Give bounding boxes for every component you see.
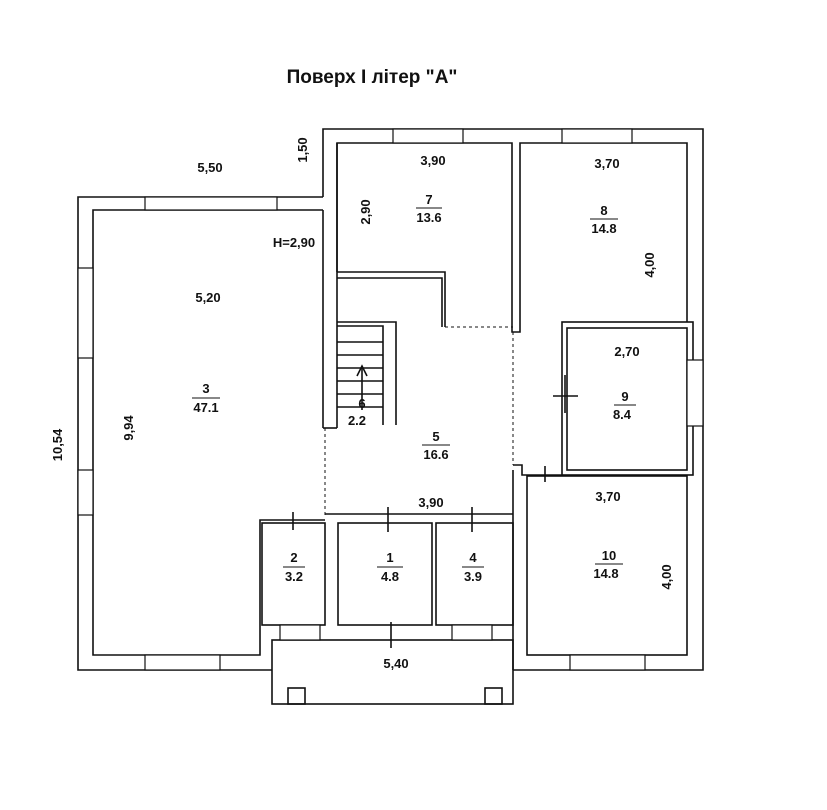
windows: [77, 128, 704, 671]
ceiling-height: H=2,90: [273, 235, 315, 250]
svg-text:2.2: 2.2: [348, 413, 366, 428]
dim-room8-length: 4,00: [642, 252, 657, 277]
outer-wall: [77, 196, 323, 671]
dim-room10-length: 4,00: [659, 564, 674, 589]
porch: [271, 639, 514, 705]
svg-text:14.8: 14.8: [591, 221, 616, 236]
svg-text:3: 3: [202, 381, 209, 396]
room-label-2: 23.2: [283, 550, 305, 584]
room-label-10: 10 14.8: [593, 548, 623, 581]
svg-text:6: 6: [358, 396, 365, 411]
svg-text:1: 1: [386, 550, 393, 565]
room-1-wall: [337, 522, 433, 626]
dim-room3-width: 5,20: [195, 290, 220, 305]
dim-porch-width: 5,40: [383, 656, 408, 671]
room-label-4: 43.9: [462, 550, 484, 584]
svg-text:2: 2: [290, 550, 297, 565]
room-label-6: 62.2: [348, 396, 366, 428]
dim-room8-width: 3,70: [594, 156, 619, 171]
svg-text:3.9: 3.9: [464, 569, 482, 584]
dim-overall-length: 10,54: [50, 428, 65, 461]
svg-text:7: 7: [425, 192, 432, 207]
dim-room9-width: 2,70: [614, 344, 639, 359]
room-label-3: 347.1: [192, 381, 220, 415]
svg-text:14.8: 14.8: [593, 566, 618, 581]
svg-text:16.6: 16.6: [423, 447, 448, 462]
dim-room10-width: 3,70: [595, 489, 620, 504]
dim-room7-width: 3,90: [420, 153, 445, 168]
room-label-9: 98.4: [613, 389, 636, 422]
svg-text:3.2: 3.2: [285, 569, 303, 584]
svg-text:47.1: 47.1: [193, 400, 218, 415]
room-label-7: 713.6: [416, 192, 442, 225]
room-label-1: 14.8: [377, 550, 403, 584]
room-label-8: 814.8: [590, 203, 618, 236]
svg-text:5: 5: [432, 429, 439, 444]
svg-text:4.8: 4.8: [381, 569, 399, 584]
svg-text:8.4: 8.4: [613, 407, 632, 422]
room-label-5: 516.6: [422, 429, 450, 462]
room-7-wall: [336, 142, 688, 333]
dim-top-left-width: 5,50: [197, 160, 222, 175]
dim-room3-length: 9,94: [121, 415, 136, 441]
floor-title: Поверх І літер "А": [287, 67, 458, 88]
dim-step-offset: 1,50: [295, 137, 310, 162]
staircase: [337, 321, 397, 425]
svg-text:9: 9: [621, 389, 628, 404]
svg-text:10: 10: [602, 548, 616, 563]
dim-hall-width: 3,90: [418, 495, 443, 510]
dim-room7-length: 2,90: [358, 199, 373, 224]
svg-text:8: 8: [600, 203, 607, 218]
svg-text:13.6: 13.6: [416, 210, 441, 225]
svg-text:4: 4: [469, 550, 477, 565]
